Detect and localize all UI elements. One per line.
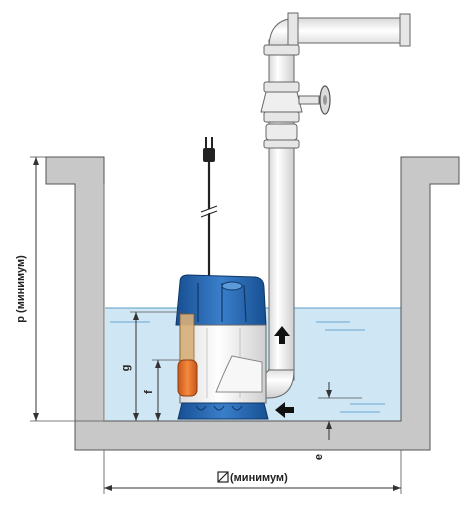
power-cable [200,162,218,278]
water-ripples [110,321,385,413]
float-switch [177,359,198,397]
valve-handwheel-icon [319,85,331,115]
diameter-symbol-icon [217,471,229,483]
float-switch-lever [179,313,195,363]
dimension-diameter [103,450,402,494]
submersible-pump [175,274,269,420]
dimension-p [30,156,104,422]
flow-arrow-up-icon [274,326,290,344]
valve-assembly [260,81,331,149]
pump-base [177,402,269,420]
dimension-e [318,382,362,440]
dimension-f [152,359,180,421]
dimension-g [130,311,184,422]
flow-arrow-left-icon [275,402,294,418]
dimension-f-label: f [143,390,155,394]
dimension-e-label: e [313,454,325,460]
dimension-p-label: p (минимум) [15,255,27,323]
dimension-diameter-label: (минимум) [230,472,288,484]
dimension-g-label: g [120,365,132,372]
plug-icon [203,137,215,162]
